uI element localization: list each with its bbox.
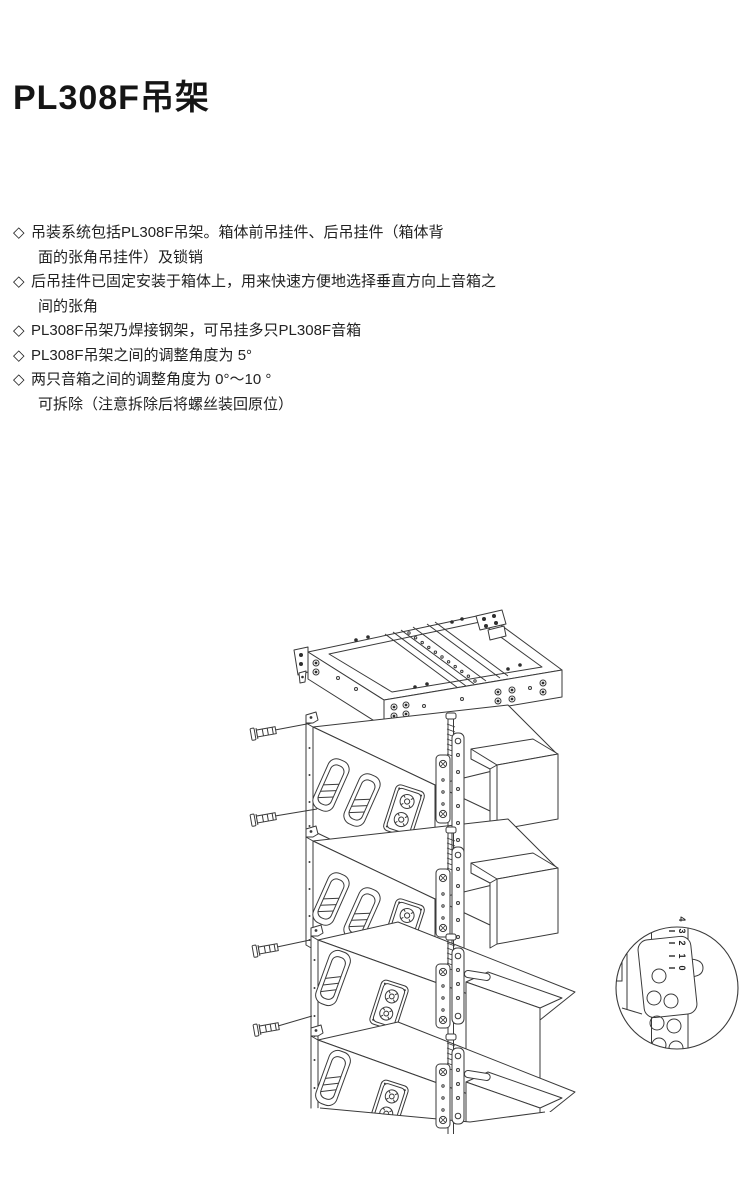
bullet-item: ◇ PL308F吊架之间的调整角度为 5° [13,344,553,369]
angle-scale-label: 2 [677,940,687,945]
diamond-bullet-icon: ◇ [13,322,25,339]
diamond-bullet-icon: ◇ [13,273,25,290]
angle-scale-labels: 4 3 2 1 0 [677,916,687,970]
screw-pin-4 [252,1015,313,1037]
bullet-item: ◇ PL308F吊架乃焊接钢架，可吊挂多只PL308F音箱 [13,319,553,344]
bullet-text: 两只音箱之间的调整角度为 0°～10 ° [31,371,272,388]
cabinet-bottom-edge [319,1107,546,1123]
bullet-text: 后吊挂件已固定安装于箱体上，用来快速方便地选择垂直方向上音箱之 [31,273,497,290]
screw-pin-2 [249,808,318,827]
screw-pin-3 [251,939,311,958]
bullet-text: 吊装系统包括PL308F吊架。箱体前吊挂件、后吊挂件（箱体背 [31,224,444,241]
bullet-text: PL308F吊架之间的调整角度为 5° [31,346,253,364]
screw-pin-1 [249,722,313,741]
diamond-bullet-icon: ◇ [13,371,25,388]
detail-circle-angle-adjustment: 4 3 2 1 0 [615,916,739,1050]
feature-bullet-list: ◇ 吊装系统包括PL308F吊架。箱体前吊挂件、后吊挂件（箱体背 面的张角吊挂件）… [13,221,553,417]
bullet-text: 面的张角吊挂件）及锁销 [38,248,204,266]
angle-scale-label: 1 [677,953,687,958]
bullet-text: 间的张角 [38,297,99,315]
bullet-text: 可拆除（注意拆除后将螺丝装回原位） [38,395,294,413]
bullet-text: PL308F吊架乃焊接钢架，可吊挂多只PL308F音箱 [31,322,362,339]
bottom-clip [300,1108,610,1185]
bullet-item: ◇ 吊装系统包括PL308F吊架。箱体前吊挂件、后吊挂件（箱体背 面的张角吊挂件）… [13,221,553,270]
bullet-item: ◇ 两只音箱之间的调整角度为 0°～10 ° 可拆除（注意拆除后将螺丝装回原位） [13,368,553,417]
angle-scale-label: 4 [677,916,687,921]
page-title: PL308F吊架 [13,79,210,117]
bullet-item: ◇ 后吊挂件已固定安装于箱体上，用来快速方便地选择垂直方向上音箱之 间的张角 [13,270,553,319]
diamond-bullet-icon: ◇ [13,346,25,364]
diamond-bullet-icon: ◇ [13,224,25,241]
angle-scale-label: 0 [677,965,687,970]
fly-frame [293,609,563,728]
angle-scale-label: 3 [677,928,687,933]
